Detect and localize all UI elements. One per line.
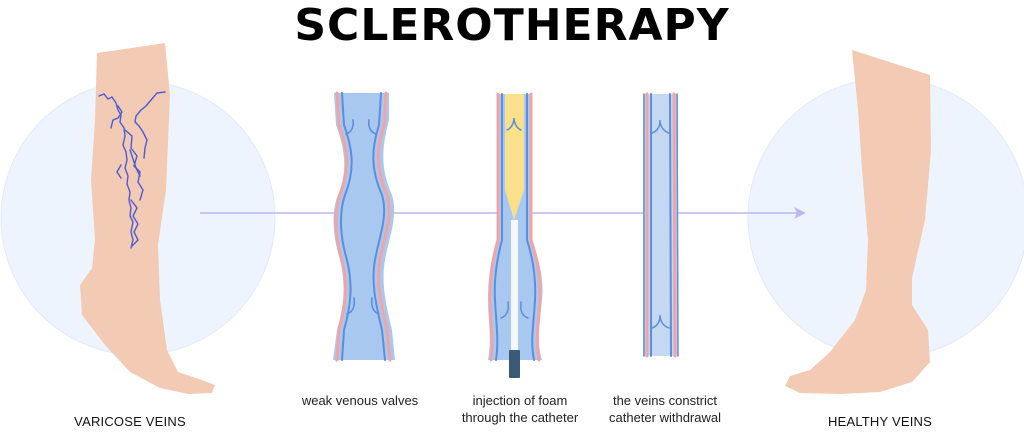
label-constrict-line2: catheter withdrawal bbox=[609, 410, 721, 425]
healthy-leg bbox=[785, 50, 931, 394]
label-injection-line2: through the catheter bbox=[461, 410, 579, 425]
vessel-injection bbox=[488, 92, 543, 378]
foam bbox=[505, 94, 524, 220]
vessel-weak-valves bbox=[333, 91, 395, 362]
vessel-constricted bbox=[643, 92, 679, 358]
label-varicose-veins: VARICOSE VEINS bbox=[74, 414, 186, 429]
catheter-tip bbox=[509, 350, 520, 378]
label-weak-venous-valves: weak venous valves bbox=[301, 393, 419, 408]
arrowhead-icon bbox=[794, 207, 806, 219]
diagram-title: SCLEROTHERAPY bbox=[294, 0, 730, 51]
label-constrict-line1: the veins constrict bbox=[612, 393, 718, 408]
label-injection-line1: injection of foam bbox=[472, 393, 568, 408]
label-healthy-veins: HEALTHY VEINS bbox=[828, 414, 932, 429]
label-injection: injection of foam through the catheter bbox=[445, 392, 595, 426]
catheter bbox=[511, 220, 518, 350]
varicose-leg bbox=[80, 43, 215, 394]
label-constrict: the veins constrict catheter withdrawal bbox=[590, 392, 740, 426]
